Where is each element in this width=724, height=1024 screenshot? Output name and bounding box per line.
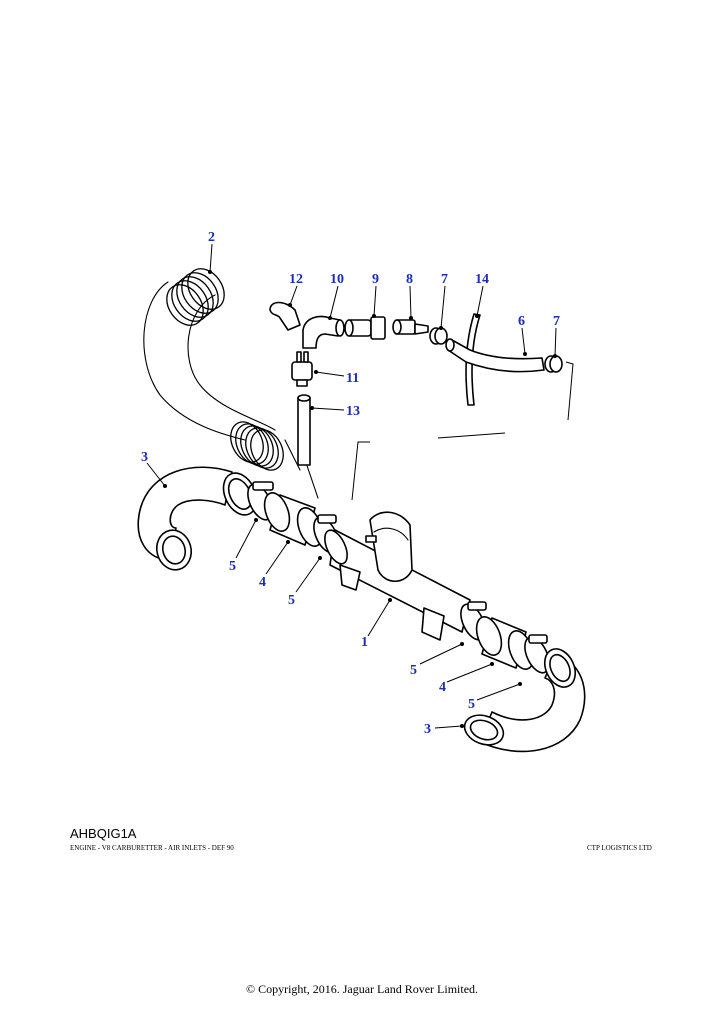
- elbow-part-10: [302, 315, 345, 349]
- callout-1: 1: [361, 635, 368, 650]
- callout-3-right: 3: [424, 722, 431, 737]
- callout-10: 10: [330, 272, 344, 287]
- callout-12: 12: [289, 272, 303, 287]
- copyright-notice: © Copyright, 2016. Jaguar Land Rover Lim…: [245, 982, 479, 996]
- flexible-hose-part-2: [143, 268, 319, 499]
- clip-part-7-right: [544, 355, 563, 373]
- pipe-part-14: [465, 313, 481, 406]
- callout-6: 6: [518, 314, 525, 329]
- supplier-caption: CTP LOGISTICS LTD: [587, 844, 652, 852]
- valve-part-9: [344, 316, 386, 340]
- callout-11: 11: [346, 371, 359, 386]
- sleeve-part-4-left: [263, 492, 324, 547]
- callout-leaders: [146, 243, 557, 729]
- pipe-part-13: [297, 394, 311, 466]
- callout-numbers: 2 12 10 9 8 7 14 6 7 11 13 3 5 4 5 1 5 4…: [141, 230, 560, 737]
- air-inlet-pipe-part-1: [324, 511, 471, 641]
- callout-7-upper: 7: [441, 272, 448, 287]
- elbow-hose-part-3-right: [463, 648, 586, 753]
- callout-9: 9: [372, 272, 379, 287]
- assembly-guide-lines: [351, 361, 574, 501]
- diagram-reference-code: AHBQIG1A: [70, 826, 137, 841]
- callout-5-upper-right: 5: [410, 663, 417, 678]
- valve-part-11: [291, 351, 313, 387]
- clip-part-5-lower-right: [524, 634, 550, 674]
- callout-5-upper-left: 5: [229, 559, 236, 574]
- diagram-caption: ENGINE - V8 CARBURETTER - AIR INLETS - D…: [70, 844, 234, 852]
- callout-4-left: 4: [259, 575, 266, 590]
- callout-4-right: 4: [439, 680, 446, 695]
- connector-part-8: [392, 319, 429, 335]
- elbow-hose-part-3-left: [137, 466, 258, 571]
- clip-part-7-upper: [429, 327, 448, 345]
- callout-5-lower-right: 5: [468, 697, 475, 712]
- callout-5-lower-left: 5: [288, 593, 295, 608]
- hose-part-12: [269, 301, 301, 331]
- callout-3-left: 3: [141, 450, 148, 465]
- callout-14: 14: [475, 272, 489, 287]
- sleeve-part-4-right: [475, 616, 535, 670]
- hose-part-6: [445, 338, 545, 373]
- callout-2: 2: [208, 230, 215, 245]
- callout-13: 13: [346, 404, 360, 419]
- callout-7-right: 7: [553, 314, 560, 329]
- callout-8: 8: [406, 272, 413, 287]
